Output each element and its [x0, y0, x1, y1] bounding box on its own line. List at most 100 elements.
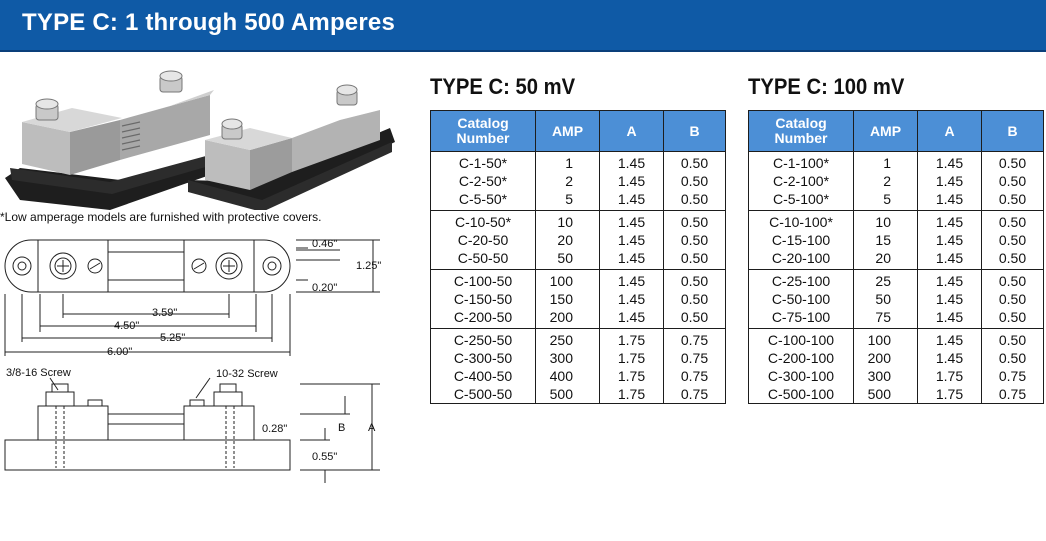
- cell-catalog-number: C-300-50: [430, 349, 536, 367]
- cell-b: 0.75: [663, 385, 726, 404]
- cell-a: 1.45: [599, 269, 664, 290]
- label-small-screw: 10-32 Screw: [216, 368, 278, 380]
- dim-3-59: 3.59": [152, 307, 177, 319]
- shunt-photo: [5, 70, 395, 210]
- table-50mv-title: TYPE C: 50 mV: [430, 74, 576, 99]
- cell-catalog-number: C-2-100*: [748, 172, 854, 190]
- cell-b: 0.50: [663, 151, 726, 172]
- cell-amp: 75: [853, 308, 918, 329]
- cell-b: 0.50: [663, 290, 726, 308]
- table-header-row: Catalog Number AMP A B: [748, 110, 1044, 152]
- cell-a: 1.45: [599, 210, 664, 231]
- block-left-b: [120, 95, 210, 160]
- cell-b: 0.50: [663, 190, 726, 211]
- cell-amp: 300: [535, 349, 600, 367]
- dim-6-00: 6.00": [107, 346, 132, 358]
- top-view-block-left: [37, 239, 109, 293]
- cell-b: 0.50: [981, 308, 1044, 329]
- cell-a: 1.45: [917, 249, 982, 270]
- label-big-screw: 3/8-16 Screw: [6, 367, 71, 379]
- cell-b: 0.75: [663, 328, 726, 349]
- dim-1-25: 1.25": [356, 260, 381, 272]
- cell-b: 0.50: [981, 349, 1044, 367]
- page-title: TYPE C: 1 through 500 Amperes: [22, 9, 395, 36]
- cell-b: 0.50: [663, 231, 726, 249]
- header-b: B: [981, 110, 1044, 152]
- header-b: B: [663, 110, 726, 152]
- header-amp: AMP: [535, 110, 600, 152]
- cell-a: 1.75: [599, 349, 664, 367]
- cell-amp: 200: [535, 308, 600, 329]
- cell-b: 0.75: [981, 367, 1044, 385]
- cell-b: 0.50: [981, 151, 1044, 172]
- cell-a: 1.45: [917, 151, 982, 172]
- cell-catalog-number: C-50-100: [748, 290, 854, 308]
- cell-a: 1.45: [599, 290, 664, 308]
- block-left-a: [22, 122, 70, 175]
- cell-catalog-number: C-20-50: [430, 231, 536, 249]
- side-view-base: [4, 439, 291, 471]
- cell-catalog-number: C-1-50*: [430, 151, 536, 172]
- cell-amp: 150: [535, 290, 600, 308]
- dim-0-20: 0.20": [312, 282, 337, 294]
- cell-amp: 20: [853, 249, 918, 270]
- cell-amp: 25: [853, 269, 918, 290]
- dimension-drawing: 0.46" 1.25" 0.20" 3.59" 4.50" 5.25" 6.00…: [4, 238, 381, 483]
- cell-b: 0.50: [981, 290, 1044, 308]
- cell-a: 1.75: [599, 385, 664, 404]
- cell-catalog-number: C-10-100*: [748, 210, 854, 231]
- cell-amp: 500: [853, 385, 918, 404]
- table-header-row: Catalog Number AMP A B: [430, 110, 726, 152]
- cell-amp: 200: [853, 349, 918, 367]
- cell-catalog-number: C-25-100: [748, 269, 854, 290]
- cell-amp: 5: [535, 190, 600, 211]
- header-amp: AMP: [853, 110, 918, 152]
- cell-amp: 2: [853, 172, 918, 190]
- top-view-base: [4, 239, 291, 293]
- cell-b: 0.50: [981, 328, 1044, 349]
- cell-catalog-number: C-200-100: [748, 349, 854, 367]
- cell-a: 1.45: [917, 172, 982, 190]
- dim-a: A: [368, 422, 376, 434]
- cell-b: 0.50: [981, 269, 1044, 290]
- cell-amp: 250: [535, 328, 600, 349]
- cell-amp: 500: [535, 385, 600, 404]
- cell-b: 0.50: [663, 308, 726, 329]
- cell-a: 1.75: [917, 367, 982, 385]
- cell-a: 1.45: [917, 349, 982, 367]
- cell-a: 1.75: [917, 385, 982, 404]
- cell-amp: 1: [535, 151, 600, 172]
- dim-0-46: 0.46": [312, 238, 337, 250]
- cell-catalog-number: C-100-100: [748, 328, 854, 349]
- cell-catalog-number: C-250-50: [430, 328, 536, 349]
- cell-a: 1.45: [917, 269, 982, 290]
- header-a: A: [917, 110, 982, 152]
- cell-catalog-number: C-50-50: [430, 249, 536, 270]
- cell-amp: 10: [853, 210, 918, 231]
- cell-b: 0.50: [663, 249, 726, 270]
- cell-amp: 100: [535, 269, 600, 290]
- cell-catalog-number: C-150-50: [430, 290, 536, 308]
- cell-b: 0.50: [981, 210, 1044, 231]
- cell-amp: 5: [853, 190, 918, 211]
- title-banner: TYPE C: 1 through 500 Amperes: [0, 0, 1046, 52]
